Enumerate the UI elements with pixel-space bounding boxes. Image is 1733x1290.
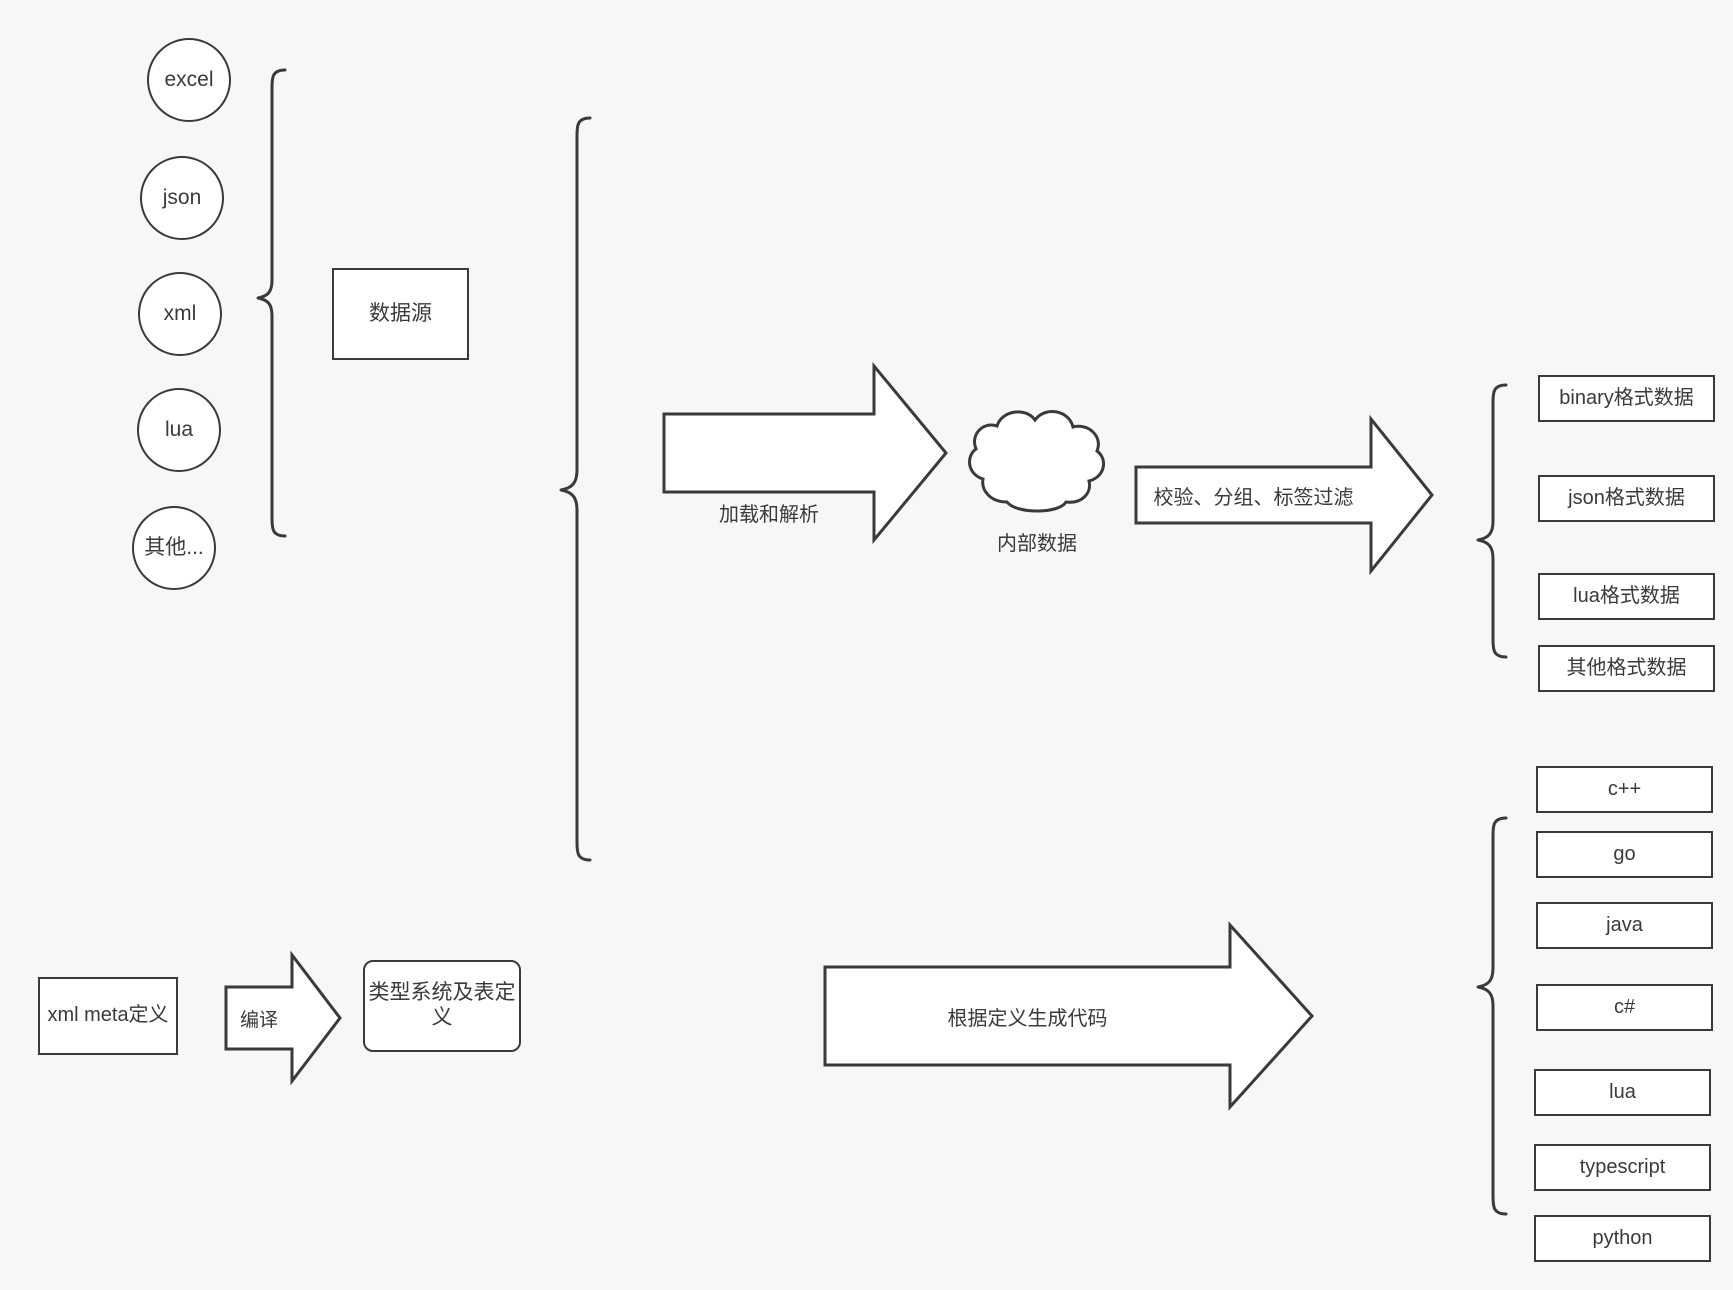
format-box-lua[interactable]: lua格式数据: [1538, 573, 1715, 620]
language-box-cpp[interactable]: c++: [1536, 766, 1713, 813]
sources-brace: [256, 68, 287, 538]
load-parse-arrow: [662, 361, 948, 545]
codegen-arrow: [823, 921, 1315, 1111]
languages-brace: [1476, 816, 1508, 1216]
format-box-other[interactable]: 其他格式数据: [1538, 645, 1715, 692]
source-label: json: [162, 185, 202, 209]
language-label: lua: [1609, 1080, 1636, 1103]
language-label: c++: [1607, 777, 1642, 800]
xml-meta-box[interactable]: xml meta定义: [38, 977, 178, 1055]
formats-brace: [1476, 383, 1508, 659]
type-system-box[interactable]: 类型系统及表定义: [363, 960, 521, 1052]
language-label: java: [1606, 913, 1643, 936]
source-circle-lua[interactable]: lua: [137, 388, 221, 472]
format-box-json[interactable]: json格式数据: [1538, 475, 1715, 522]
filter-arrow: [1134, 414, 1434, 576]
language-box-python[interactable]: python: [1534, 1215, 1711, 1262]
type-system-label: 类型系统及表定义: [368, 981, 516, 1029]
language-box-typescript[interactable]: typescript: [1534, 1144, 1711, 1191]
language-box-go[interactable]: go: [1536, 831, 1713, 878]
internal-data-cloud: [968, 410, 1106, 513]
source-circle-xml[interactable]: xml: [138, 272, 222, 356]
source-label: 其他...: [144, 535, 204, 559]
format-box-binary[interactable]: binary格式数据: [1538, 375, 1715, 422]
format-label: 其他格式数据: [1566, 656, 1687, 679]
source-circle-json[interactable]: json: [140, 156, 224, 240]
format-label: json格式数据: [1568, 486, 1685, 509]
language-label: python: [1592, 1226, 1653, 1249]
xml-meta-label: xml meta定义: [47, 1004, 169, 1027]
data-source-label: 数据源: [369, 301, 432, 325]
language-box-java[interactable]: java: [1536, 902, 1713, 949]
compile-arrow: [224, 950, 342, 1086]
format-label: binary格式数据: [1559, 386, 1694, 409]
source-label: xml: [163, 301, 197, 325]
language-box-csharp[interactable]: c#: [1536, 984, 1713, 1031]
source-label: excel: [164, 67, 214, 91]
format-label: lua格式数据: [1573, 584, 1680, 607]
source-label: lua: [164, 417, 194, 441]
source-circle-other[interactable]: 其他...: [132, 506, 216, 590]
language-label: go: [1613, 842, 1636, 865]
source-circle-excel[interactable]: excel: [147, 38, 231, 122]
pipeline-brace: [559, 116, 592, 862]
language-label: c#: [1613, 995, 1636, 1018]
language-label: typescript: [1579, 1155, 1666, 1178]
language-box-lua[interactable]: lua: [1534, 1069, 1711, 1116]
data-source-box[interactable]: 数据源: [332, 268, 469, 360]
